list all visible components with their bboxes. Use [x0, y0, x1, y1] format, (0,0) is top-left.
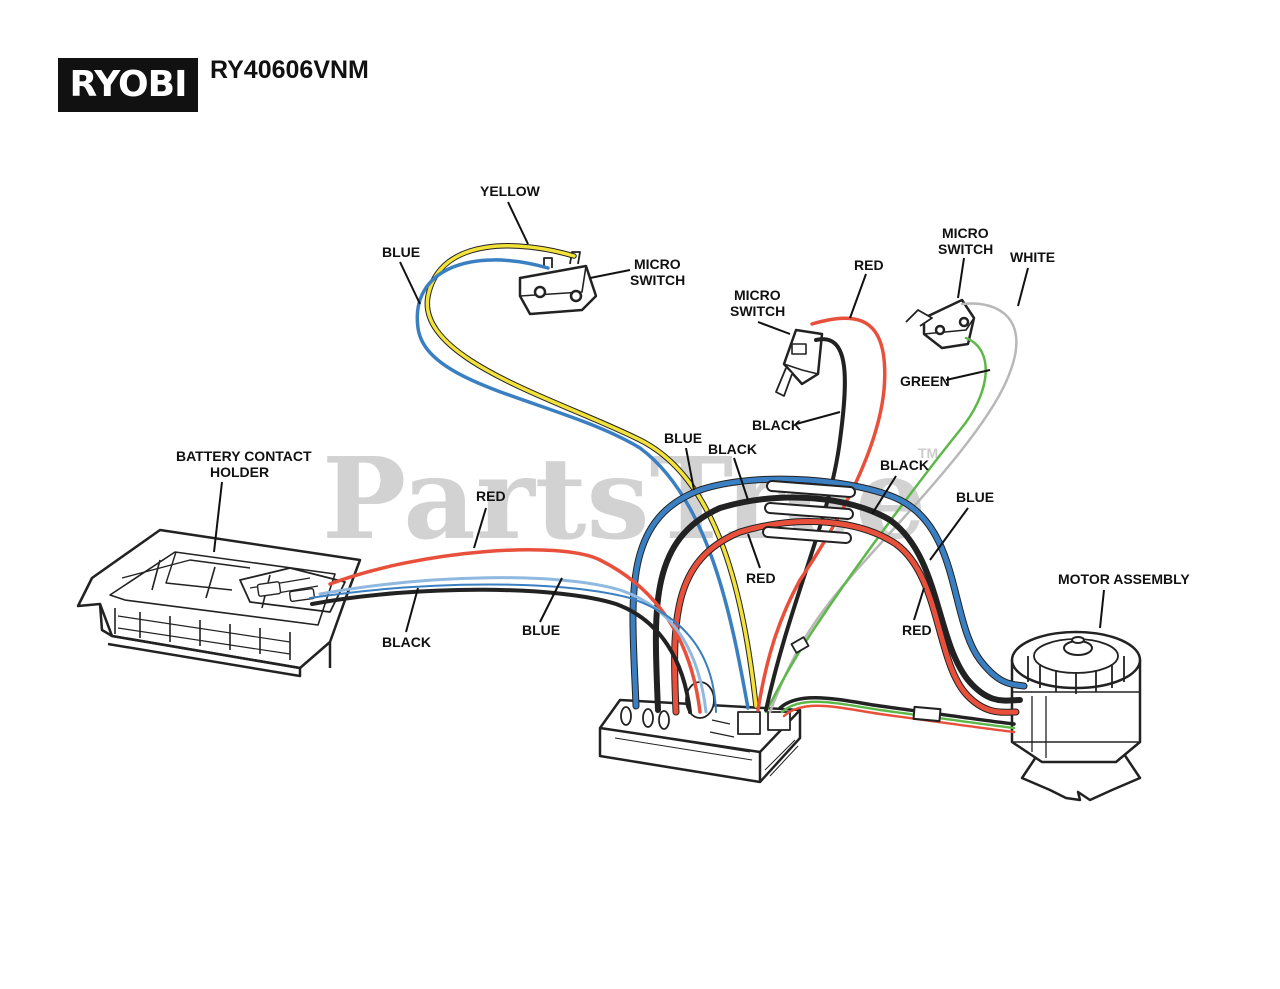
- label-black-bottom: BLACK: [382, 634, 431, 650]
- wire-motor-green: [780, 700, 1016, 730]
- label-motor-assembly: MOTOR ASSEMBLY: [1058, 571, 1190, 587]
- label-red-right: RED: [902, 622, 932, 638]
- model-number: RY40606VNM: [210, 56, 369, 84]
- wire-green: [764, 336, 987, 714]
- wire-motor-black: [778, 696, 1016, 726]
- label-micro-switch-1-line1: MICRO: [634, 256, 681, 272]
- micro-switch-3: [905, 298, 976, 350]
- label-blue-bottom: BLUE: [522, 622, 560, 638]
- label-blue-top: BLUE: [382, 244, 420, 260]
- label-red-top: RED: [854, 257, 884, 273]
- label-micro-switch-3-line2: SWITCH: [938, 241, 993, 257]
- brand-logo-text: RYOBI: [69, 64, 188, 105]
- brand-logo: RYOBI: [58, 58, 198, 112]
- wire-group: [309, 243, 1028, 734]
- label-battery-contact-holder-line2: HOLDER: [210, 464, 269, 480]
- connector-sleeve-1-fill: [768, 482, 854, 496]
- wire-blue-top: [415, 258, 750, 710]
- label-micro-switch-2-line2: SWITCH: [730, 303, 785, 319]
- labels: YELLOW BLUE MICRO SWITCH RED MICRO SWITC…: [176, 183, 1190, 650]
- label-blue-right: BLUE: [956, 489, 994, 505]
- label-micro-switch-3-line1: MICRO: [942, 225, 989, 241]
- wire-motor-red: [782, 704, 1016, 734]
- label-blue-mid: BLUE: [664, 430, 702, 446]
- label-red-mid: RED: [746, 570, 776, 586]
- wire-blue-battery: [318, 576, 708, 714]
- leader-lines: [213, 201, 1105, 633]
- wire-yellow-core: [425, 244, 758, 708]
- label-red-left: RED: [476, 488, 506, 504]
- wire-black-battery: [310, 587, 692, 714]
- motor-assembly: [1010, 630, 1142, 802]
- label-green: GREEN: [900, 373, 950, 389]
- wire-black-thick: [652, 494, 1023, 713]
- wire-red-switch: [756, 316, 887, 712]
- label-yellow-top: YELLOW: [480, 183, 541, 199]
- label-micro-switch-1-line2: SWITCH: [630, 272, 685, 288]
- label-battery-contact-holder-line1: BATTERY CONTACT: [176, 448, 312, 464]
- label-white: WHITE: [1010, 249, 1055, 265]
- wire-blue-thick-core: [630, 476, 1027, 709]
- green-wire-connector: [790, 636, 810, 654]
- label-black-mid: BLACK: [708, 441, 757, 457]
- motor-wire-connector: [912, 705, 942, 723]
- wire-red-battery: [328, 548, 702, 714]
- wire-red-thick-core: [672, 519, 1019, 715]
- label-black-top: BLACK: [752, 417, 801, 433]
- connector-sleeve-2-fill: [766, 504, 852, 518]
- label-black-right: BLACK: [880, 457, 929, 473]
- micro-switch-2: [775, 328, 824, 397]
- wire-blue-battery-2: [309, 583, 717, 713]
- wire-black-switch: [764, 337, 847, 712]
- micro-switch-1: [518, 251, 598, 316]
- watermark-tm: TM: [918, 445, 938, 461]
- connector-sleeve-3-fill: [764, 528, 850, 542]
- label-micro-switch-2-line1: MICRO: [734, 287, 781, 303]
